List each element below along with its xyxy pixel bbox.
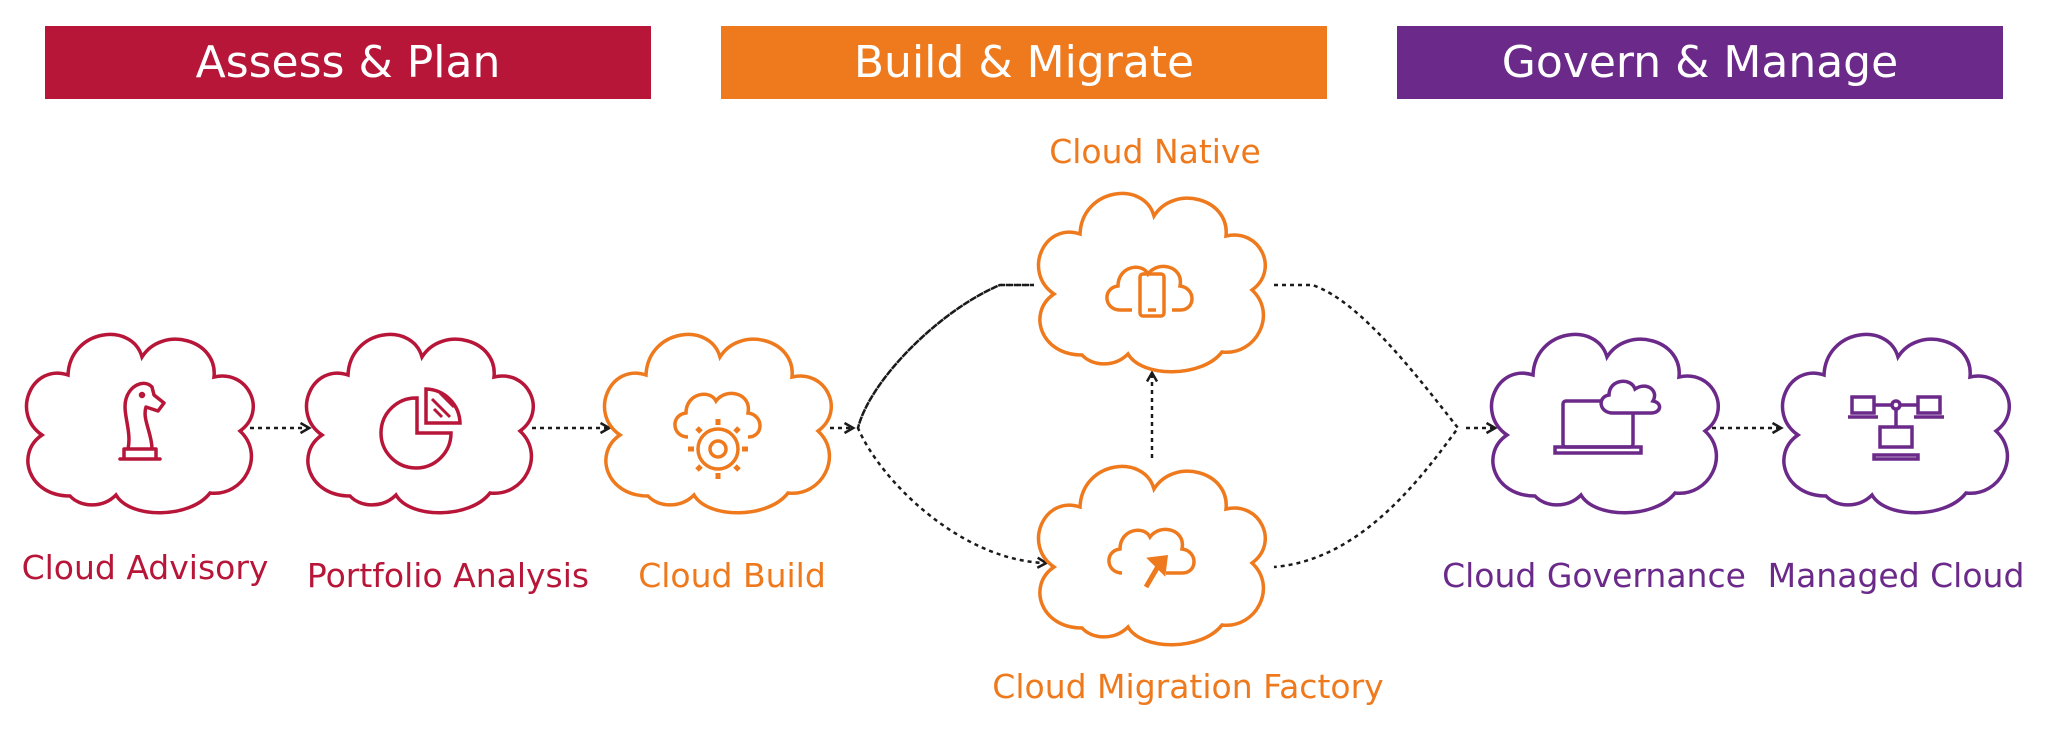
cloud-upload-icon <box>1107 527 1196 589</box>
label-portfolio-analysis: Portfolio Analysis <box>306 556 590 595</box>
node-portfolio-analysis <box>304 332 536 515</box>
label-cloud-advisory: Cloud Advisory <box>21 548 269 587</box>
label-cloud-governance: Cloud Governance <box>1442 556 1746 595</box>
label-managed-cloud: Managed Cloud <box>1767 556 2025 595</box>
phase-label: Assess & Plan <box>195 37 501 88</box>
connector-split-native <box>856 283 1034 429</box>
label-cloud-build: Cloud Build <box>638 556 826 595</box>
node-managed-cloud <box>1780 332 2012 515</box>
connectors <box>250 283 1784 569</box>
phase-label: Govern & Manage <box>1501 37 1899 88</box>
phase-banner-govern-manage: Govern & Manage <box>1397 26 2003 99</box>
label-cloud-native: Cloud Native <box>1049 132 1261 171</box>
laptop-cloud-icon <box>1553 379 1662 455</box>
pie-chart-icon <box>379 387 462 470</box>
phase-banner-assess-plan: Assess & Plan <box>45 26 651 99</box>
node-cloud-native <box>1036 191 1268 374</box>
node-cloud-advisory <box>24 332 256 515</box>
cloud-mobile-icon <box>1105 264 1194 318</box>
node-cloud-governance <box>1489 332 1721 515</box>
node-cloud-build <box>602 332 834 515</box>
node-cloud-migration-factory <box>1036 464 1268 647</box>
connector-merge <box>1273 283 1460 569</box>
label-cloud-migration-factory: Cloud Migration Factory <box>992 667 1384 706</box>
connector-split-migration <box>856 283 1049 569</box>
cloud-gear-icon <box>673 391 762 479</box>
network-computers-icon <box>1848 395 1944 461</box>
chess-knight-icon <box>118 381 166 461</box>
phase-banner-build-migrate: Build & Migrate <box>721 26 1327 99</box>
phase-label: Build & Migrate <box>853 37 1195 88</box>
